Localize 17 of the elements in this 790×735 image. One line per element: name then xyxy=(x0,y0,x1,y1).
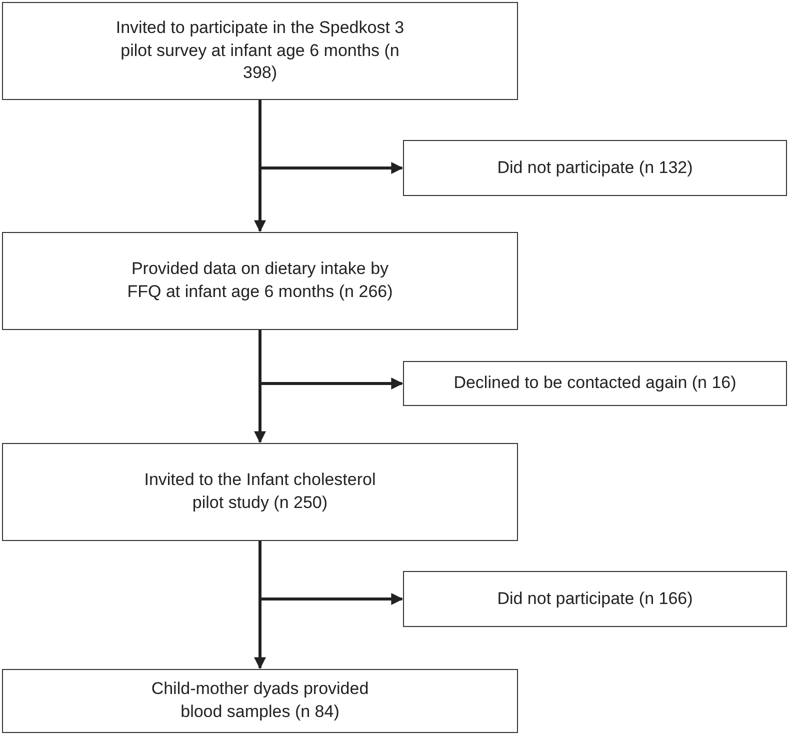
process-box xyxy=(2,443,518,541)
process-box xyxy=(403,361,787,406)
arrow xyxy=(258,100,404,174)
arrow xyxy=(258,330,404,390)
process-box xyxy=(403,571,787,627)
arrow xyxy=(258,541,404,605)
process-box xyxy=(2,232,518,330)
box-text: Provided data on dietary intake by FFQ at infant age 6 months (n 266) xyxy=(126,258,394,303)
box-text: Did not participate (n 132) xyxy=(497,156,693,179)
box-text: Did not participate (n 166) xyxy=(497,588,693,610)
box-text: Invited to the Infant cholesterol pilot study (n 250) xyxy=(143,469,377,514)
process-box xyxy=(2,669,518,733)
process-box xyxy=(403,140,787,196)
box-text: Invited to participate in the Spedkost 3 pilot survey at infant age 6 months (n 398) xyxy=(114,16,406,84)
box-text: Declined to be contacted again (n 16) xyxy=(454,372,736,394)
box-text: Child-mother dyads provided blood samples (n 84) xyxy=(150,678,370,723)
process-box xyxy=(2,2,518,100)
